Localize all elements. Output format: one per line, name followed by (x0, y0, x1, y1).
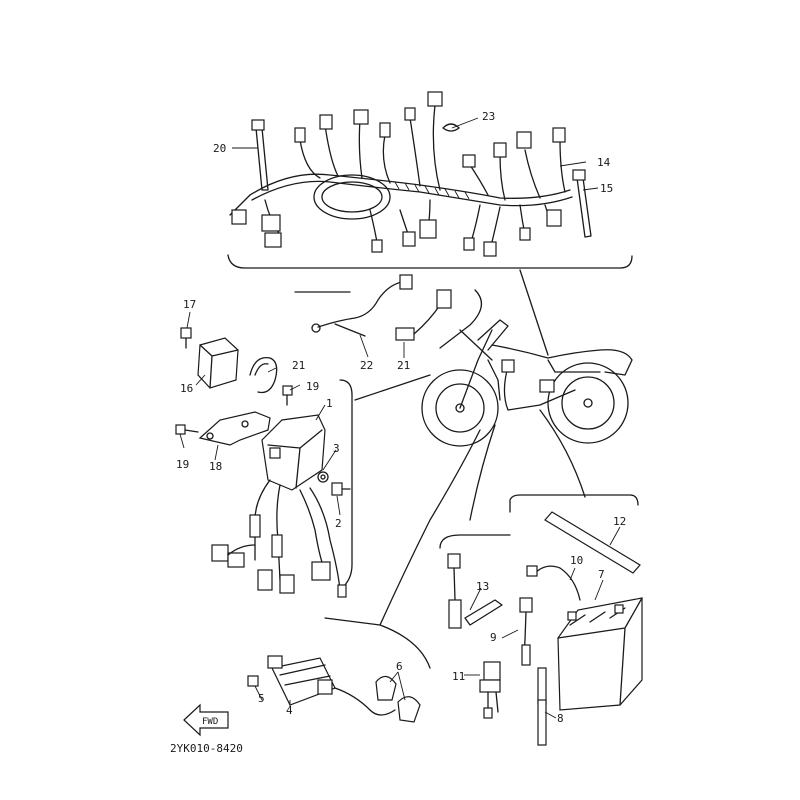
callout-14: 14 (597, 156, 611, 169)
bolt-2 (331, 482, 351, 496)
cdi-unit-1 (261, 414, 326, 491)
callout-4: 4 (286, 704, 293, 717)
battery-band-12 (544, 511, 641, 574)
callout-9: 9 (490, 631, 497, 644)
fuse-holder-9 (519, 597, 533, 666)
bracket-18 (198, 411, 271, 446)
callout-24: 23 (482, 110, 495, 123)
cable-tie-15 (572, 169, 592, 238)
switch-13 (447, 553, 503, 629)
wire-harness (229, 91, 573, 257)
plug-cap-6 (375, 675, 421, 723)
callout-11: 11 (452, 670, 465, 683)
breather-hose-8 (537, 667, 547, 746)
wires-1 (211, 479, 347, 598)
relay-16 (197, 337, 239, 389)
callout-17: 17 (183, 298, 196, 311)
bolt-19-upper (282, 385, 293, 406)
battery-lead-10 (526, 565, 581, 601)
callout-1: 1 (326, 397, 333, 410)
callout-22: 21 (397, 359, 410, 372)
callout-23: 22 (360, 359, 373, 372)
clamp-24 (442, 123, 460, 132)
callout-6: 6 (396, 660, 403, 673)
callout-8: 8 (557, 712, 564, 725)
cable-tie-21 (251, 119, 269, 191)
callout-16: 16 (180, 382, 193, 395)
washer-3 (317, 471, 329, 483)
callout-13: 13 (476, 580, 489, 593)
bolt-5 (247, 675, 259, 687)
ignition-coil-4 (267, 655, 396, 716)
sub-lead-23 (311, 274, 413, 337)
callout-leaders (179, 117, 621, 719)
connector-22 (395, 289, 452, 341)
callout-21: 20 (213, 142, 226, 155)
band-20 (249, 356, 278, 394)
starter-relay-11 (479, 661, 501, 719)
callout-15: 15 (600, 182, 613, 195)
part-code: 2YK010-8420 (170, 742, 243, 755)
callout-5: 5 (258, 692, 265, 705)
leader-lines (354, 269, 586, 626)
battery-7 (557, 597, 643, 711)
fwd-arrow (183, 703, 229, 737)
callout-7: 7 (598, 568, 605, 581)
callout-labels: 20 23 14 15 17 16 21 19 19 18 1 3 2 22 2… (176, 110, 626, 725)
callout-10: 10 (570, 554, 583, 567)
bolt-17 (180, 327, 192, 349)
fwd-label: FWD (202, 717, 218, 727)
callout-19-upper: 19 (306, 380, 319, 393)
bolt-19-left (175, 424, 199, 435)
callout-20: 21 (292, 359, 305, 372)
motorcycle-outline (421, 319, 633, 447)
callout-18: 18 (209, 460, 222, 473)
callout-2: 2 (335, 517, 342, 530)
callout-3: 3 (333, 442, 340, 455)
callout-19-left: 19 (176, 458, 189, 471)
callout-12: 12 (613, 515, 626, 528)
